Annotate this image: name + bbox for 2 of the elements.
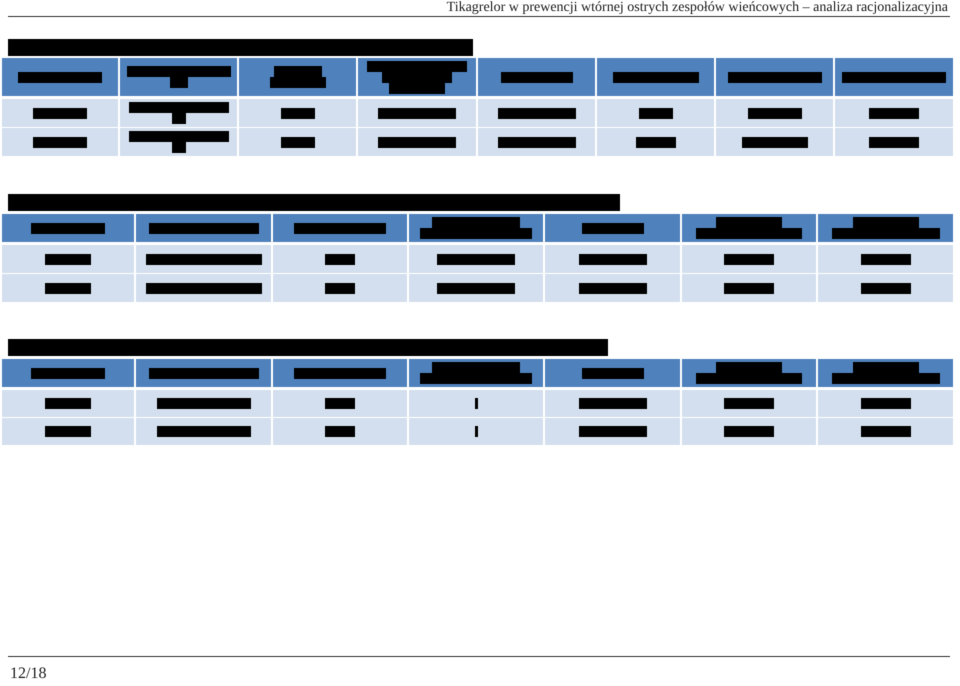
page-number: 12/18 (10, 665, 46, 683)
running-header: Tikagrelor w prewencji wtórnej ostrych zespołów wieńcowych – analiza racjonalizacyjna (446, 0, 948, 16)
